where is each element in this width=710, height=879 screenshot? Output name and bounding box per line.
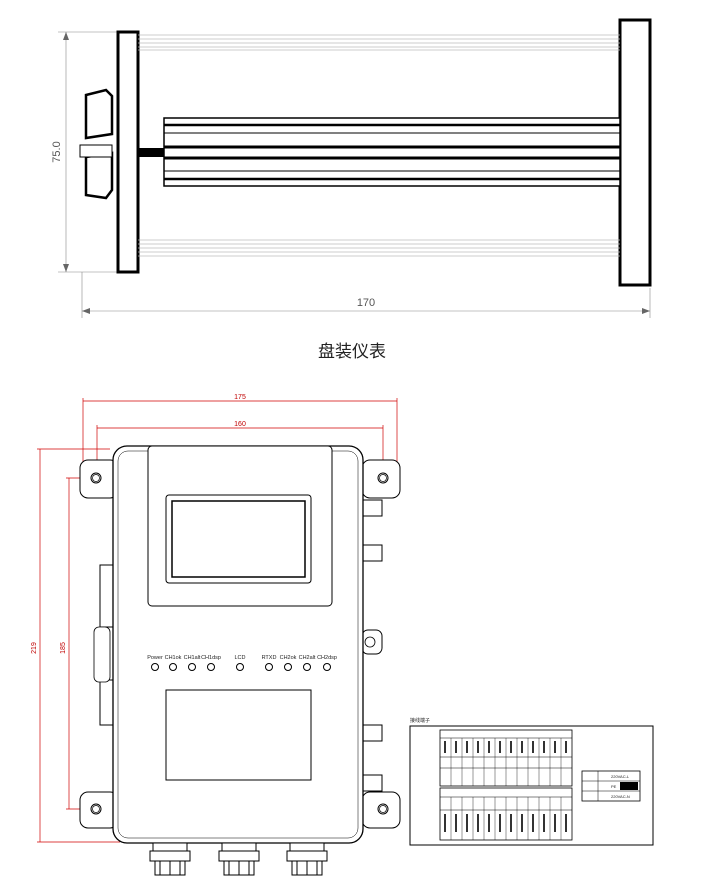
height-dimension: 75.0 — [51, 141, 63, 162]
power-label-l: 220VAC-L — [611, 774, 630, 779]
top-view-drawing: 75.0 170 — [51, 18, 652, 318]
width-dimension: 170 — [357, 297, 375, 309]
led-rtxd — [265, 663, 273, 671]
led-label-lcd: LCD — [234, 655, 245, 661]
led-ch1ok — [169, 663, 177, 671]
led-ch1alt — [188, 663, 196, 671]
led-label-ch1ok: CH1ok — [165, 655, 182, 661]
led-ch1dsp — [207, 663, 215, 671]
outer-width-dimension: 175 — [234, 394, 246, 401]
led-power — [151, 663, 159, 671]
led-label-ch1alt: CH1alt — [184, 655, 201, 661]
led-row: Power CH1ok CH1alt CH1dsp LCD RTXD CH2ok… — [147, 655, 337, 671]
led-label-rtxd: RTXD — [262, 655, 277, 661]
led-ch2ok — [284, 663, 292, 671]
led-lcd — [236, 663, 244, 671]
front-view-drawing: 175 160 219 185 — [31, 394, 401, 876]
inner-height-dimension: 185 — [60, 642, 67, 654]
power-label-pe: PE — [611, 784, 617, 789]
terminal-title: 接线端子 — [410, 717, 430, 724]
outer-height-dimension: 219 — [31, 642, 38, 654]
led-ch2dsp — [323, 663, 331, 671]
led-label-ch2ok: CH2ok — [280, 655, 297, 661]
led-ch2alt — [303, 663, 311, 671]
drawing-caption: 盘装仪表 — [318, 342, 386, 362]
inner-width-dimension: 160 — [234, 421, 246, 428]
led-label-ch2alt: CH2alt — [299, 655, 316, 661]
led-label-ch1dsp: CH1dsp — [201, 655, 221, 661]
led-label-power: Power — [147, 655, 163, 661]
power-label-n: 220VAC-N — [611, 794, 630, 799]
terminal-diagram: 接线端子 — [409, 717, 654, 846]
led-label-ch2dsp: CH2dsp — [317, 655, 337, 661]
